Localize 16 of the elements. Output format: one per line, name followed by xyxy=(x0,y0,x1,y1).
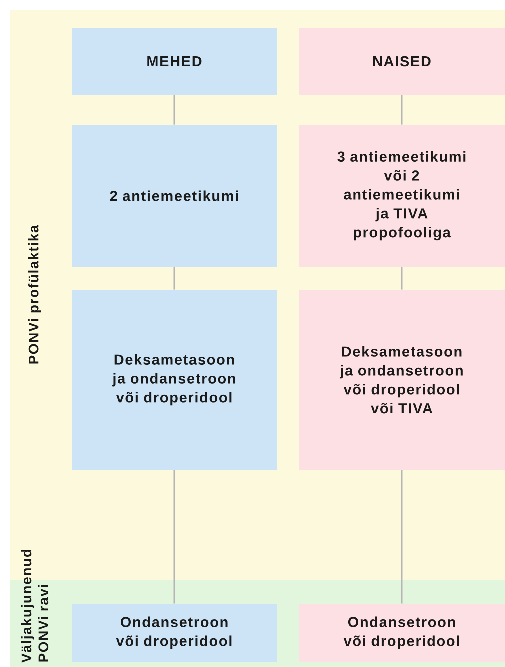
connector-line xyxy=(401,470,403,604)
connector-line xyxy=(401,267,403,290)
band-label: Väljakujunenud PONVi ravi xyxy=(21,550,49,663)
text-box: MEHED xyxy=(72,28,277,95)
text-box: 3 antiemeetikumi või 2 antiemeetikumi ja TIVA propofooliga xyxy=(299,125,505,267)
text-box: Deksametasoon ja ondansetroon või droperidool või TIVA xyxy=(299,290,505,470)
text-box: Deksametasoon ja ondansetroon või droperidool xyxy=(72,290,277,470)
text-box: 2 antiemeetikumi xyxy=(72,125,277,267)
connector-line xyxy=(174,470,176,604)
connector-line xyxy=(174,95,176,125)
text-box: NAISED xyxy=(299,28,505,95)
text-box: Ondansetroon või droperidool xyxy=(72,604,277,662)
connector-line xyxy=(401,95,403,125)
connector-line xyxy=(174,267,176,290)
band-label: PONVi profülaktika xyxy=(28,225,42,364)
text-box: Ondansetroon või droperidool xyxy=(299,604,505,662)
